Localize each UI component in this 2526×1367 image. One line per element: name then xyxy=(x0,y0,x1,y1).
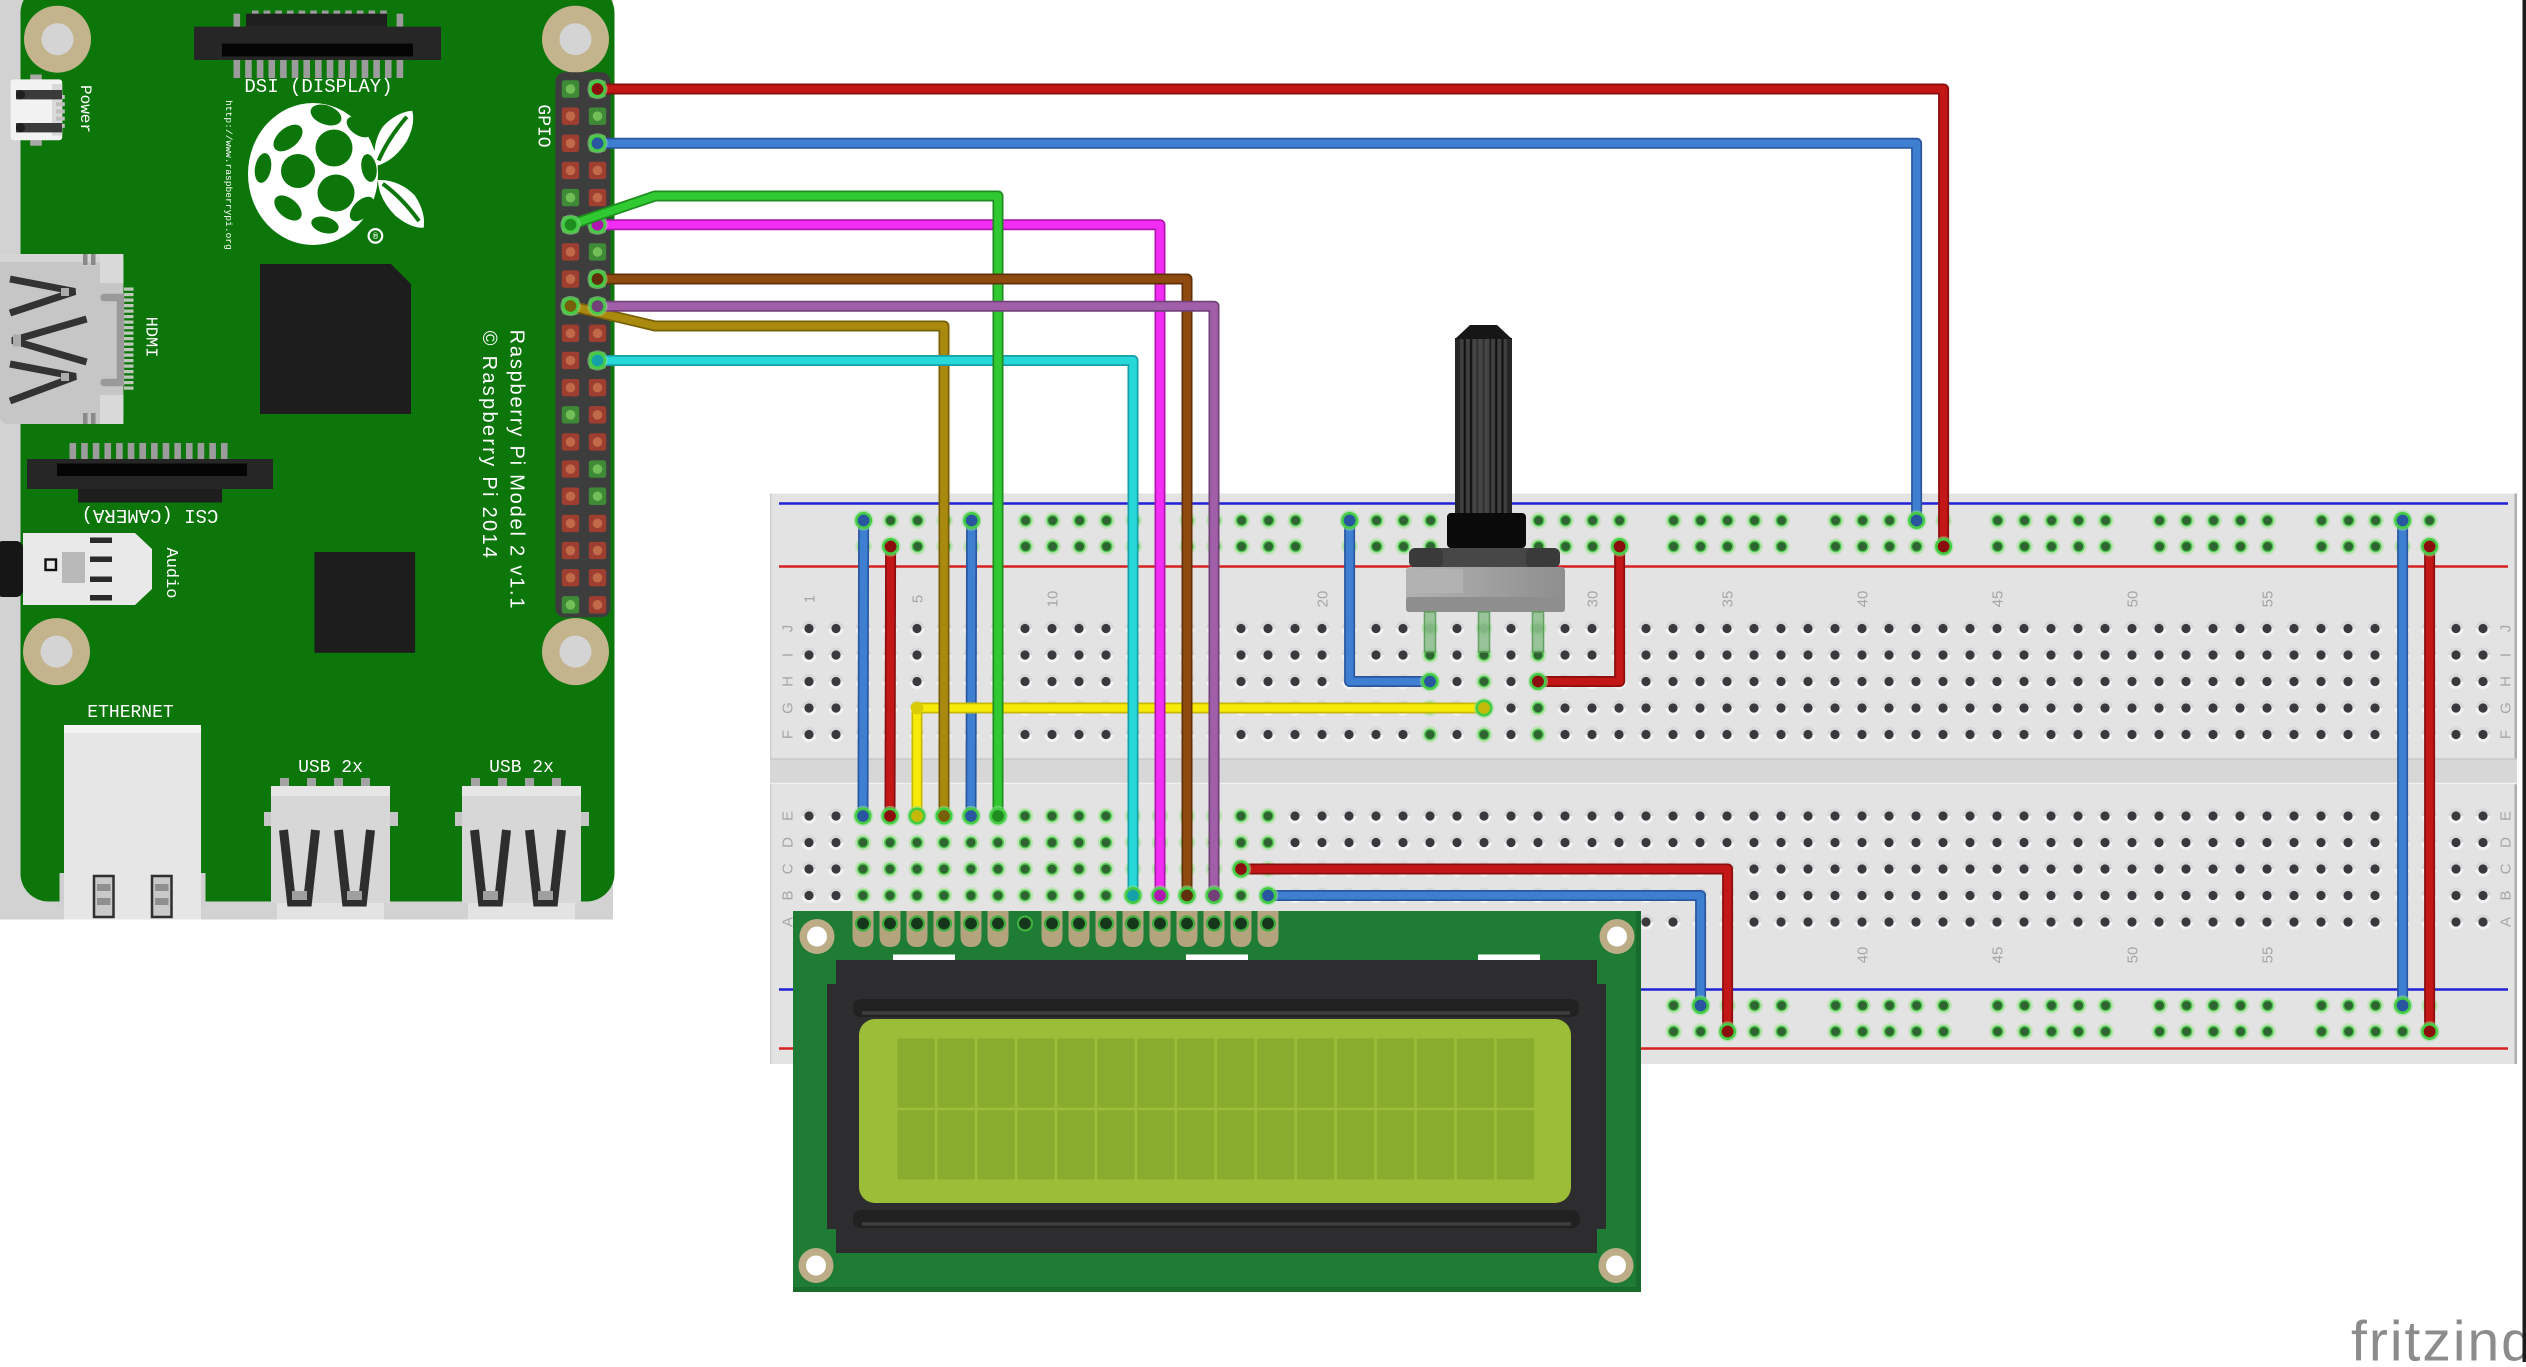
svg-text:I: I xyxy=(780,653,797,657)
svg-text:50: 50 xyxy=(2125,591,2142,608)
svg-text:USB 2x: USB 2x xyxy=(298,758,363,778)
svg-text:F: F xyxy=(2498,730,2515,739)
svg-text:30: 30 xyxy=(1585,591,1602,608)
svg-text:5: 5 xyxy=(910,595,927,603)
svg-text:55: 55 xyxy=(2260,591,2277,608)
svg-text:Power: Power xyxy=(76,85,94,133)
svg-text:I: I xyxy=(2498,653,2515,657)
svg-text:DSI (DISPLAY): DSI (DISPLAY) xyxy=(244,76,392,98)
svg-text:HDMI: HDMI xyxy=(141,317,160,358)
svg-text:20: 20 xyxy=(1315,591,1332,608)
svg-text:50: 50 xyxy=(2125,947,2142,964)
svg-text:Raspberry Pi Model 2 v1.1: Raspberry Pi Model 2 v1.1 xyxy=(506,330,528,611)
svg-text:40: 40 xyxy=(1855,591,1872,608)
svg-text:F: F xyxy=(780,730,797,739)
svg-text:Audio: Audio xyxy=(161,547,180,598)
svg-text:C: C xyxy=(2498,863,2515,874)
svg-text:H: H xyxy=(780,676,797,687)
svg-text:D: D xyxy=(2498,837,2515,848)
svg-text:B: B xyxy=(780,890,797,900)
svg-text:40: 40 xyxy=(1855,947,1872,964)
svg-text:E: E xyxy=(780,811,797,821)
svg-text:B: B xyxy=(2498,890,2515,900)
svg-text:A: A xyxy=(2498,917,2515,927)
svg-text:45: 45 xyxy=(1990,947,2007,964)
svg-text:fritzing: fritzing xyxy=(2351,1310,2526,1363)
svg-text:55: 55 xyxy=(2260,947,2277,964)
svg-text:GPIO: GPIO xyxy=(533,104,553,147)
svg-text:1: 1 xyxy=(802,595,819,603)
svg-text:C: C xyxy=(780,863,797,874)
svg-text:© Raspberry Pi 2014: © Raspberry Pi 2014 xyxy=(478,331,500,561)
svg-text:10: 10 xyxy=(1045,591,1062,608)
svg-text:35: 35 xyxy=(1720,591,1737,608)
svg-text:G: G xyxy=(780,702,797,714)
svg-text:D: D xyxy=(780,837,797,848)
svg-text:USB 2x: USB 2x xyxy=(489,758,554,778)
svg-text:J: J xyxy=(2498,625,2515,633)
svg-text:G: G xyxy=(2498,702,2515,714)
svg-text:45: 45 xyxy=(1990,591,2007,608)
svg-text:http://www.raspberrypi.org: http://www.raspberrypi.org xyxy=(223,100,234,250)
svg-text:ETHERNET: ETHERNET xyxy=(87,703,174,723)
svg-text:E: E xyxy=(2498,811,2515,821)
svg-text:®: ® xyxy=(373,232,379,242)
svg-text:J: J xyxy=(780,625,797,633)
svg-text:CSI (CAMERA): CSI (CAMERA) xyxy=(82,504,219,526)
svg-text:H: H xyxy=(2498,676,2515,687)
